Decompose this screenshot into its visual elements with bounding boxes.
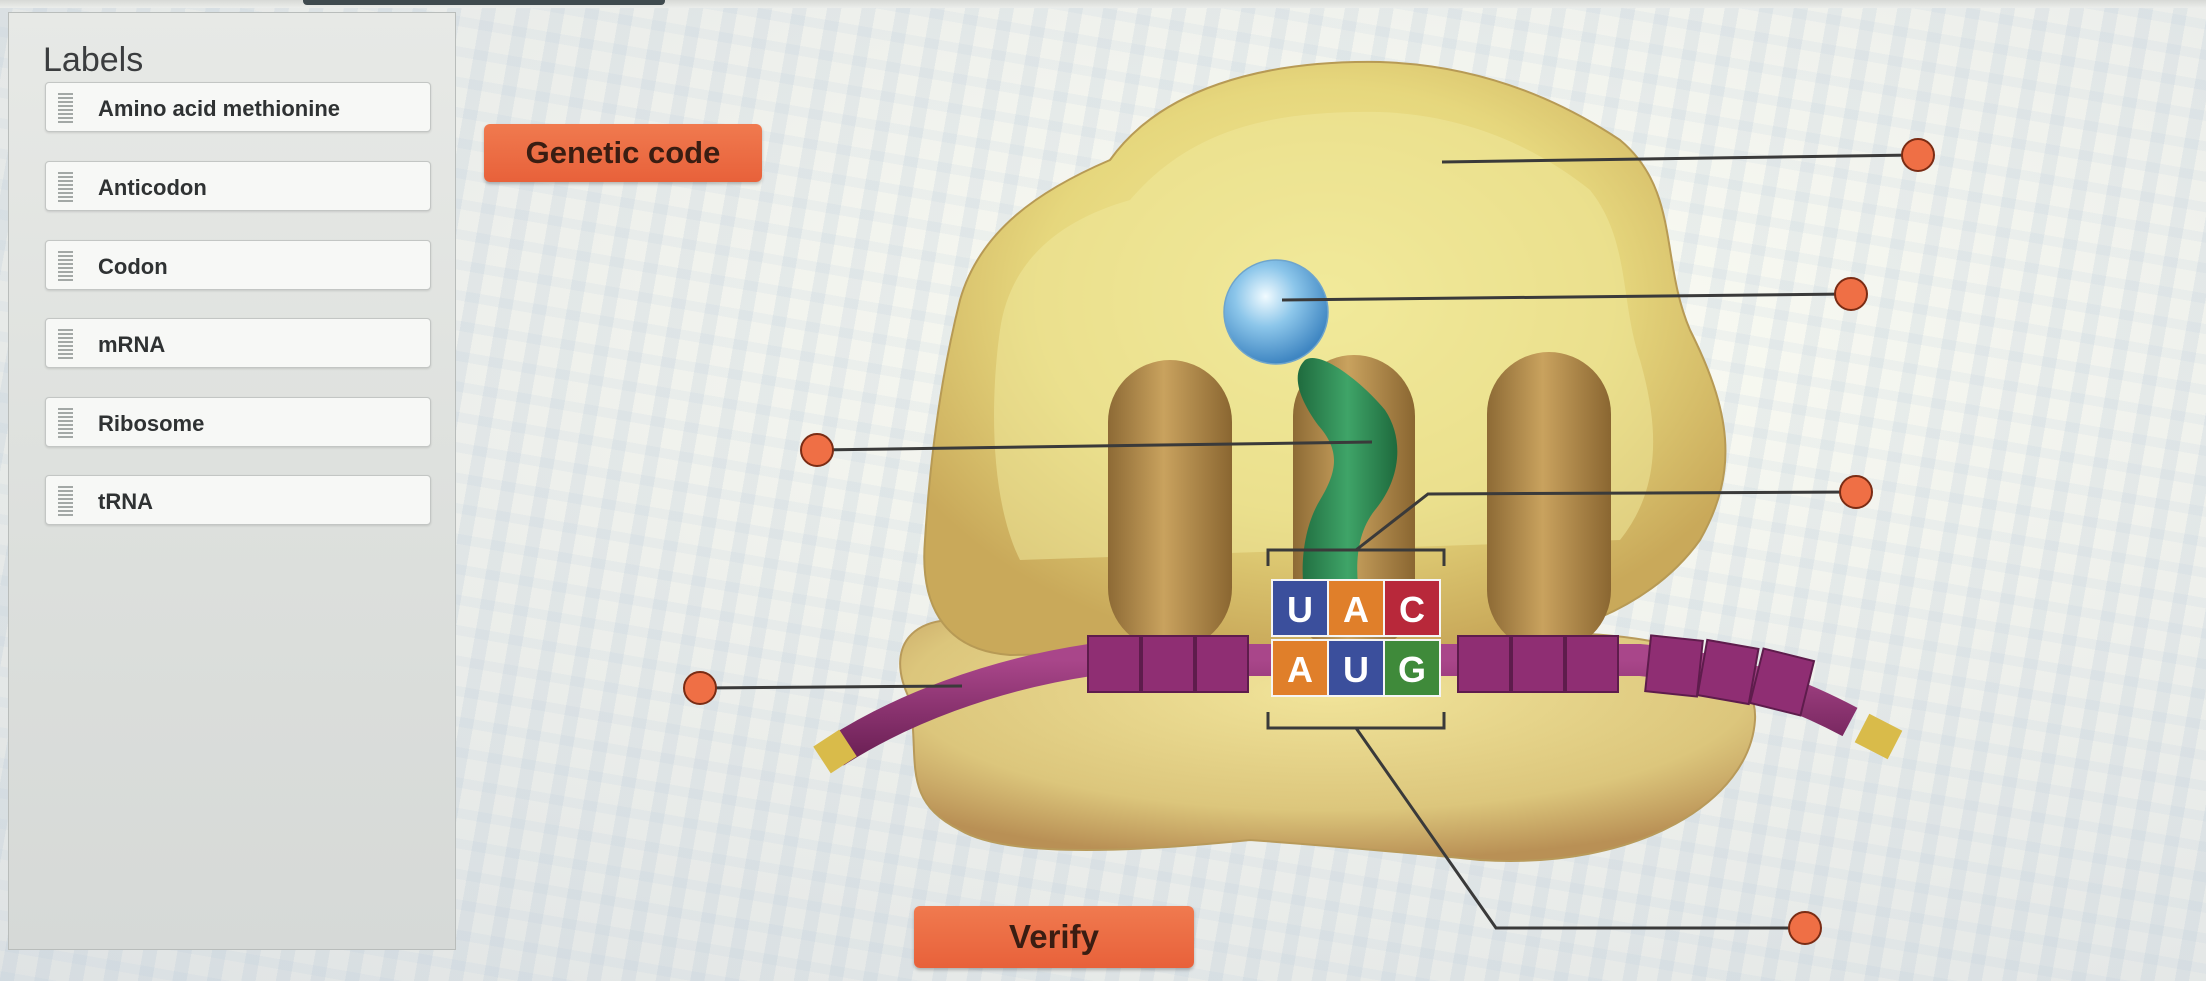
ribosome-site-pillar-right — [1487, 352, 1611, 652]
codon-tiles: A U G — [1272, 640, 1440, 696]
methionine-sphere — [1224, 260, 1328, 364]
drop-target-trna[interactable] — [801, 434, 833, 466]
mrna-end-left — [822, 743, 848, 760]
codon-base-1: A — [1287, 649, 1313, 690]
drop-target-amino-acid[interactable] — [1835, 278, 1867, 310]
drop-target-codon[interactable] — [1789, 912, 1821, 944]
drop-target-ribosome[interactable] — [1902, 139, 1934, 171]
mrna-end-right — [1862, 728, 1895, 745]
codon-base-2: U — [1343, 649, 1369, 690]
drop-target-anticodon[interactable] — [1840, 476, 1872, 508]
genetic-code-button[interactable]: Genetic code — [484, 124, 762, 182]
anticodon-base-2: A — [1343, 589, 1369, 630]
anticodon-base-3: C — [1399, 589, 1425, 630]
drop-target-mrna[interactable] — [684, 672, 716, 704]
ribosome-site-pillar-left — [1108, 360, 1232, 650]
verify-button[interactable]: Verify — [914, 906, 1194, 968]
codon-base-3: G — [1398, 649, 1426, 690]
anticodon-tiles: U A C — [1272, 580, 1440, 636]
anticodon-base-1: U — [1287, 589, 1313, 630]
